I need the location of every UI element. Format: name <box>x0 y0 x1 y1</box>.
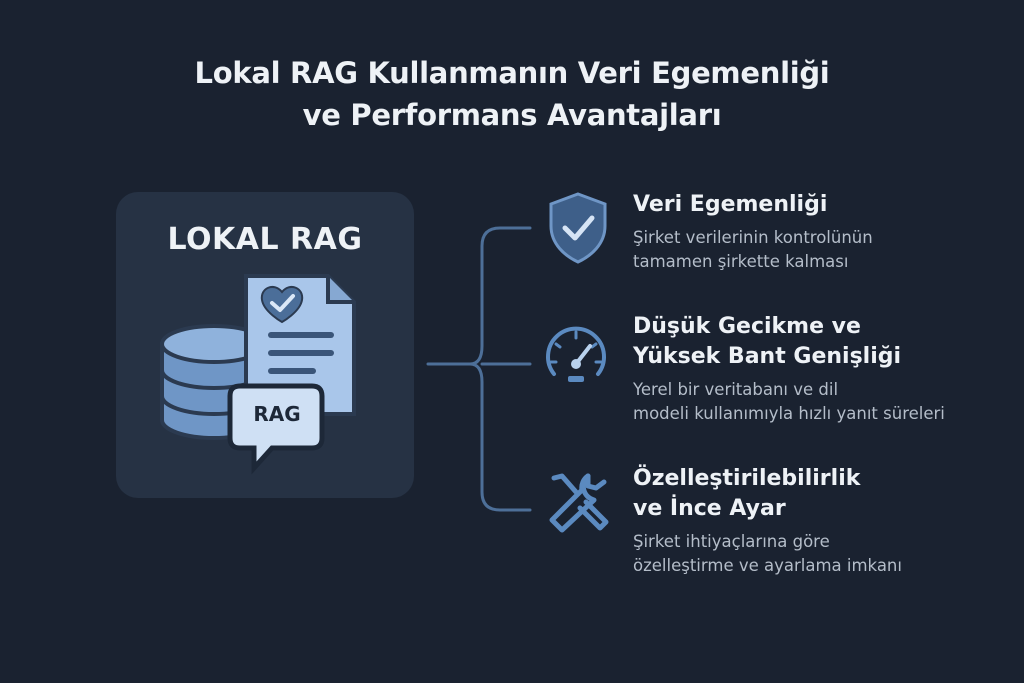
title-line-2: ve Performans Avantajları <box>302 98 722 132</box>
heart-check-icon <box>260 285 304 324</box>
feature-title-line: Düşük Gecikme ve <box>633 314 861 339</box>
feature-desc-line: Şirket verilerinin kontrolünün <box>633 228 873 247</box>
feature-title-line: Özelleştirilebilirlik <box>633 466 861 491</box>
feature-desc-line: tamamen şirkette kalması <box>633 252 849 271</box>
feature-desc-line: özelleştirme ve ayarlama imkanı <box>633 556 902 575</box>
feature-desc-line: modeli kullanımıyla hızlı yanıt süreleri <box>633 404 945 423</box>
title-line-1: Lokal RAG Kullanmanın Veri Egemenliği <box>194 56 830 90</box>
speedometer-icon <box>546 326 606 382</box>
feature-title: Düşük Gecikme ve Yüksek Bant Genişliği <box>633 312 945 372</box>
feature-title-line: Veri Egemenliği <box>633 192 828 217</box>
feature-desc-line: Şirket ihtiyaçlarına göre <box>633 532 830 551</box>
feature-desc-line: Yerel bir veritabanı ve dil <box>633 380 839 399</box>
wrench-screwdriver-icon <box>549 473 609 533</box>
feature-title: Özelleştirilebilirlik ve İnce Ayar <box>633 464 902 524</box>
lokal-rag-card: LOKAL RAG RAG <box>116 192 414 498</box>
feature-description: Şirket ihtiyaçlarına göre özelleştirme v… <box>633 530 902 578</box>
feature-title-line: Yüksek Bant Genişliği <box>633 344 902 369</box>
feature-description: Yerel bir veritabanı ve dil modeli kulla… <box>633 378 945 426</box>
page-title: Lokal RAG Kullanmanın Veri Egemenliği ve… <box>0 52 1024 136</box>
card-illustration <box>160 274 356 475</box>
feature-ozellestirilebilirlik: Özelleştirilebilirlik ve İnce Ayar Şirke… <box>633 464 902 578</box>
chat-bubble-icon <box>227 383 325 475</box>
feature-title: Veri Egemenliği <box>633 190 873 220</box>
rag-badge-label: RAG <box>253 402 301 426</box>
feature-title-line: ve İnce Ayar <box>633 496 786 521</box>
feature-veri-egemenligi: Veri Egemenliği Şirket verilerinin kontr… <box>633 190 873 274</box>
feature-dusuk-gecikme: Düşük Gecikme ve Yüksek Bant Genişliği Y… <box>633 312 945 426</box>
shield-check-icon <box>549 192 607 264</box>
card-label: LOKAL RAG <box>167 222 363 257</box>
feature-description: Şirket verilerinin kontrolünün tamamen ş… <box>633 226 873 274</box>
